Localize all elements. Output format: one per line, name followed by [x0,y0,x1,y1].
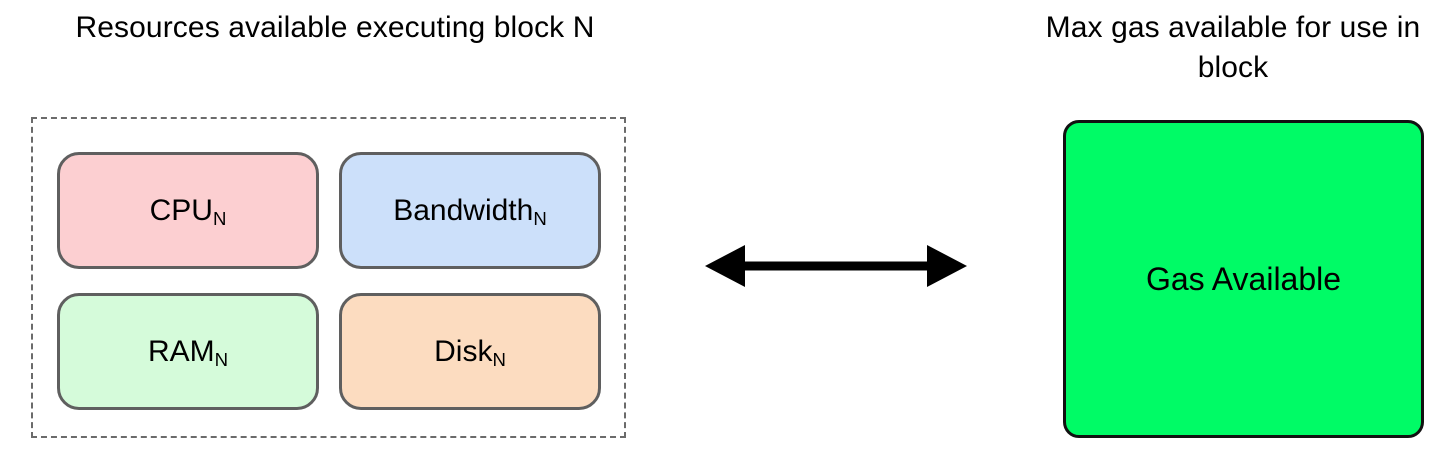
resource-group-container [31,117,626,438]
resource-box-disk-label: DiskN [434,334,506,371]
gas-available-box: Gas Available [1063,120,1424,438]
resource-box-ram-subscript: N [214,349,229,371]
resource-box-ram: RAMN [57,293,319,410]
resource-box-bandwidth-base: Bandwidth [393,193,534,227]
right-caption: Max gas available for use in block [1045,11,1421,84]
gas-available-label: Gas Available [1145,260,1342,297]
resource-box-cpu-subscript: N [212,208,227,230]
resource-box-bandwidth: BandwidthN [339,152,601,269]
resource-box-disk-base: Disk [434,334,493,368]
resource-box-ram-base: RAM [147,334,215,368]
resource-box-bandwidth-label: BandwidthN [393,193,547,230]
resource-box-ram-label: RAMN [147,334,229,371]
resource-box-cpu-label: CPUN [149,193,227,230]
resource-box-bandwidth-subscript: N [533,208,547,230]
resource-box-disk: DiskN [339,293,601,410]
resource-box-disk-subscript: N [492,349,506,371]
resource-box-cpu-base: CPU [149,193,213,227]
left-caption: Resources available executing block N [75,11,595,44]
double-headed-arrow-icon [705,243,967,289]
resource-box-cpu: CPUN [57,152,319,269]
